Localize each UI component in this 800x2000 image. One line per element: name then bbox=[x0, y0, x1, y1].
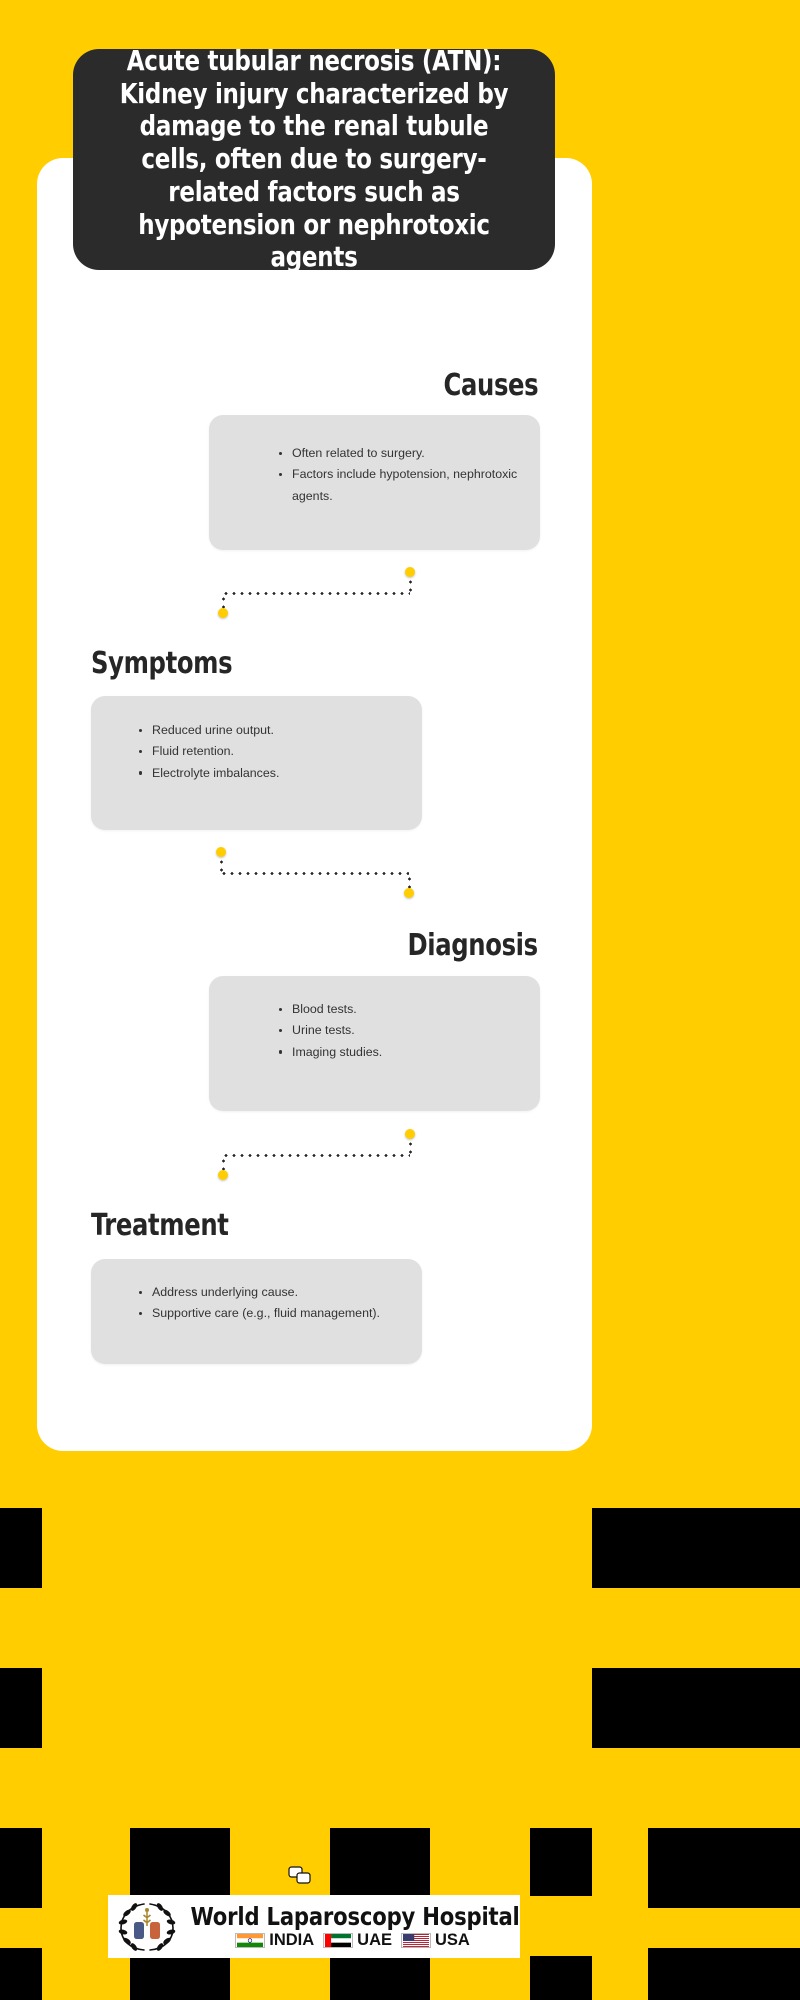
connector-segment bbox=[222, 1154, 410, 1157]
connector-segment bbox=[220, 872, 409, 875]
list-item: Electrolyte imbalances. bbox=[137, 763, 400, 784]
uae-flag-icon bbox=[323, 1933, 354, 1948]
country-label: UAE bbox=[357, 1931, 393, 1950]
connector-segment bbox=[408, 1140, 412, 1156]
connector-node bbox=[216, 847, 226, 857]
page-title: Acute tubular necrosis (ATN): Kidney inj… bbox=[119, 44, 509, 274]
connector-node bbox=[218, 1170, 228, 1180]
bullet-list-treatment: Address underlying cause. Supportive car… bbox=[91, 1259, 422, 1325]
country-list: INDIA UAE bbox=[235, 1932, 475, 1949]
section-heading-causes: Causes bbox=[443, 368, 538, 403]
list-item: Urine tests. bbox=[277, 1020, 518, 1041]
checker-block bbox=[330, 1828, 430, 1896]
list-item: Often related to surgery. bbox=[277, 443, 518, 464]
connector-node bbox=[405, 1129, 415, 1139]
panel-causes: Often related to surgery. Factors includ… bbox=[209, 415, 540, 550]
title-plaque: Acute tubular necrosis (ATN): Kidney inj… bbox=[73, 45, 555, 273]
bullet-list-diagnosis: Blood tests. Urine tests. Imaging studie… bbox=[209, 976, 540, 1063]
list-item: Reduced urine output. bbox=[137, 720, 400, 741]
list-item: Imaging studies. bbox=[277, 1042, 518, 1063]
footer-logo-text: World Laparoscopy Hospital INDIA UAE bbox=[180, 1904, 530, 1949]
section-heading-treatment: Treatment bbox=[91, 1208, 229, 1243]
checker-block bbox=[0, 1508, 42, 1588]
country-label: INDIA bbox=[269, 1931, 315, 1950]
connector-node bbox=[218, 608, 228, 618]
list-item: Address underlying cause. bbox=[137, 1282, 400, 1303]
checker-block bbox=[130, 1828, 230, 1896]
checker-block bbox=[530, 1956, 592, 2000]
panel-symptoms: Reduced urine output. Fluid retention. E… bbox=[91, 696, 422, 830]
connector-segment bbox=[221, 595, 225, 612]
connector-segment bbox=[221, 1157, 225, 1174]
panel-treatment: Address underlying cause. Supportive car… bbox=[91, 1259, 422, 1364]
country-label: USA bbox=[435, 1931, 470, 1950]
checker-block bbox=[0, 1668, 42, 1748]
bullet-list-symptoms: Reduced urine output. Fluid retention. E… bbox=[91, 696, 422, 784]
chat-bubbles-icon bbox=[288, 1866, 311, 1884]
panel-diagnosis: Blood tests. Urine tests. Imaging studie… bbox=[209, 976, 540, 1111]
footer-logo: World Laparoscopy Hospital INDIA UAE bbox=[108, 1895, 520, 1958]
checker-block bbox=[330, 1956, 430, 2000]
connector-segment bbox=[407, 875, 411, 892]
usa-flag-icon bbox=[401, 1933, 432, 1948]
checker-block bbox=[530, 1828, 592, 1896]
checker-block bbox=[592, 1668, 800, 1748]
list-item: Factors include hypotension, nephrotoxic… bbox=[277, 464, 518, 507]
section-heading-symptoms: Symptoms bbox=[91, 646, 233, 681]
list-item: Fluid retention. bbox=[137, 741, 400, 762]
checker-block bbox=[648, 1828, 800, 1908]
laurel-wreath-caduceus-icon bbox=[118, 1903, 176, 1951]
connector-segment bbox=[408, 578, 412, 594]
checker-block bbox=[0, 1948, 42, 2000]
checker-block bbox=[130, 1956, 230, 2000]
hospital-name: World Laparoscopy Hospital bbox=[190, 1902, 520, 1932]
list-item: Supportive care (e.g., fluid management)… bbox=[137, 1303, 400, 1324]
india-flag-icon bbox=[235, 1933, 266, 1948]
connector-segment bbox=[222, 592, 410, 595]
connector-node bbox=[405, 567, 415, 577]
bullet-list-causes: Often related to surgery. Factors includ… bbox=[209, 415, 540, 507]
connector-node bbox=[404, 888, 414, 898]
connector-segment bbox=[219, 858, 223, 874]
checker-block bbox=[0, 1828, 42, 1908]
section-heading-diagnosis: Diagnosis bbox=[407, 928, 539, 963]
list-item: Blood tests. bbox=[277, 999, 518, 1020]
checker-block bbox=[648, 1948, 800, 2000]
checker-block bbox=[592, 1508, 800, 1588]
